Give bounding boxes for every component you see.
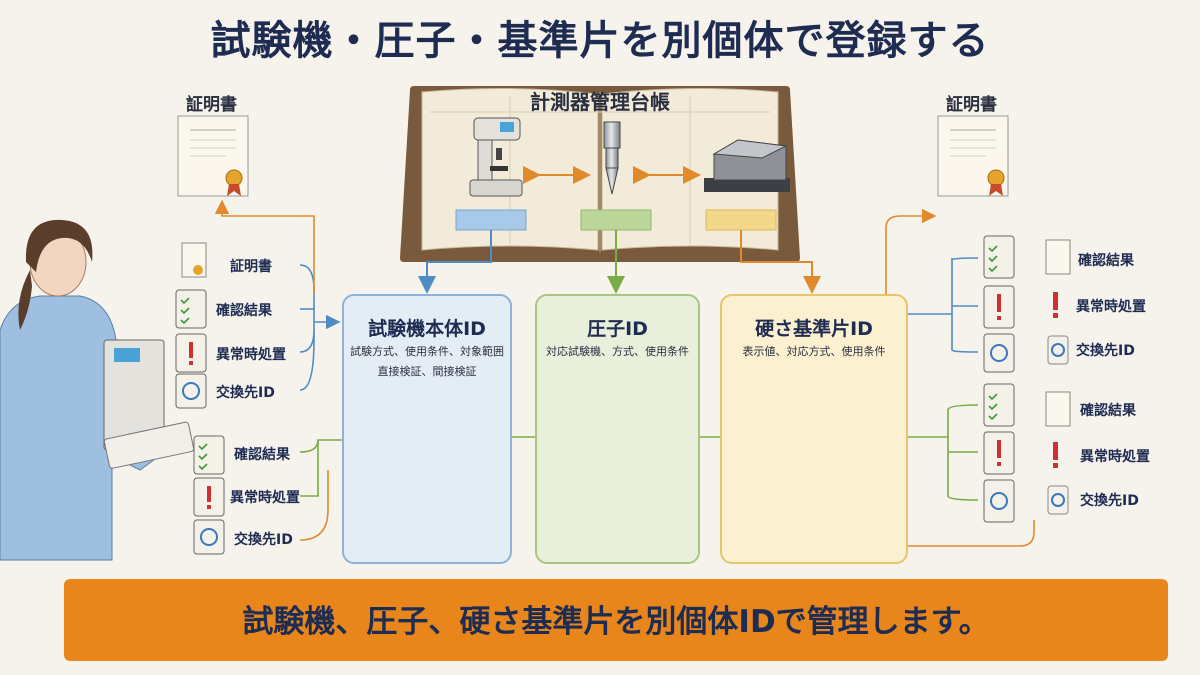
exchange-icon	[175, 373, 207, 409]
block-id-panel: 硬さ基準片ID 表示値、対応方式、使用条件	[720, 294, 908, 564]
ledger-machine-illustration	[469, 117, 523, 197]
ledger-block-illustration	[704, 139, 790, 192]
right-lower-connectors	[908, 404, 1035, 547]
left-record-abnormal-action: 異常時処置	[216, 347, 286, 363]
left-lower-check-result: 確認結果	[234, 447, 290, 463]
right-upper-connectors	[885, 208, 979, 353]
right-lower-replacement-id: 交換先ID	[1080, 493, 1139, 509]
left-record-replacement-id: 交換先ID	[216, 385, 275, 401]
right-certificate-illustration	[937, 115, 1009, 197]
indenter-id-panel: 圧子ID 対応試験機、方式、使用条件	[535, 294, 700, 564]
ledger-tag-machine	[455, 209, 527, 231]
ledger-to-panel-arrows	[418, 230, 821, 294]
block-id-line-1: 表示値、対応方式、使用条件	[742, 345, 886, 358]
machine-id-title: 試験機本体ID	[368, 318, 486, 340]
ledger-indenter-illustration	[603, 121, 621, 195]
right-lower-check-result: 確認結果	[1080, 403, 1136, 419]
medal-icon	[193, 265, 203, 275]
exchange-icon	[193, 519, 225, 555]
indenter-id-title: 圧子ID	[587, 318, 648, 340]
left-record-certificate: 証明書	[230, 259, 272, 275]
left-lower-record-icons	[193, 435, 225, 555]
left-record-check-result: 確認結果	[216, 303, 272, 319]
left-lower-replacement-id: 交換先ID	[234, 532, 293, 548]
right-lower-record-icons	[983, 383, 1071, 523]
machine-id-panel: 試験機本体ID 試験方式、使用条件、対象範囲 直接検証、間接検証	[342, 294, 512, 564]
ledger-tag-block	[705, 209, 777, 231]
left-upper-connectors	[214, 199, 341, 391]
page-title: 試験機・圧子・基準片を別個体で登録する	[210, 18, 990, 64]
ledger-tag-indenter	[580, 209, 652, 231]
left-lower-connectors	[299, 439, 342, 541]
machine-id-line-1: 試験方式、使用条件、対象範囲	[350, 345, 504, 358]
checklist-icon	[175, 289, 207, 329]
right-lower-abnormal-action: 異常時処置	[1080, 449, 1150, 465]
machine-id-line-2: 直接検証、間接検証	[377, 365, 477, 378]
block-id-title: 硬さ基準片ID	[755, 318, 873, 340]
left-lower-abnormal-action: 異常時処置	[230, 490, 300, 506]
summary-banner-text: 試験機、圧子、硬さ基準片を別個体IDで管理します。	[242, 604, 990, 640]
left-certificate-illustration	[177, 115, 249, 197]
checklist-icon	[193, 435, 225, 475]
right-record-check-result: 確認結果	[1078, 253, 1134, 269]
right-certificate-label: 証明書	[946, 95, 997, 115]
ledger-title: 計測器管理台帳	[530, 90, 670, 114]
inspector-illustration	[0, 219, 195, 561]
left-certificate-label: 証明書	[186, 95, 237, 115]
indenter-id-line-1: 対応試験機、方式、使用条件	[546, 345, 689, 358]
right-record-abnormal-action: 異常時処置	[1076, 299, 1146, 315]
right-record-replacement-id: 交換先ID	[1076, 343, 1135, 359]
summary-banner	[64, 579, 1168, 661]
left-upper-record-icons	[175, 242, 207, 409]
right-upper-record-icons	[983, 235, 1071, 373]
